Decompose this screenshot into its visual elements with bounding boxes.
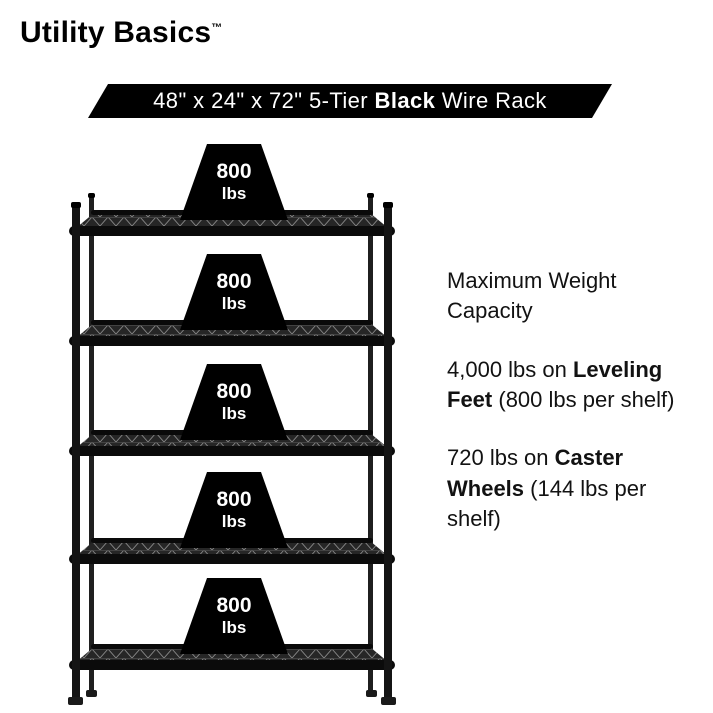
banner-text-bold: Black bbox=[374, 88, 436, 113]
leveling-feet-capacity-text: 4,000 lbs on Leveling Feet (800 lbs per … bbox=[447, 355, 701, 416]
capacity-value: 800 bbox=[216, 160, 252, 184]
banner-text-suffix: Wire Rack bbox=[435, 88, 547, 113]
capacity-value: 800 bbox=[216, 594, 252, 618]
shelf-capacity-tag-1: 800 lbs bbox=[180, 144, 288, 220]
capacity-value: 800 bbox=[216, 380, 252, 404]
capacity-heading: Maximum Weight Capacity bbox=[447, 268, 617, 324]
brand-logo: Utility Basics™ bbox=[20, 16, 222, 50]
caster-wheels-capacity-text: 720 lbs on Caster Wheels (144 lbs per sh… bbox=[447, 443, 701, 534]
brand-name: Utility Basics bbox=[20, 16, 212, 49]
capacity-unit: lbs bbox=[221, 512, 247, 532]
leveling-bold: Leveling Feet bbox=[447, 356, 663, 413]
capacity-unit: lbs bbox=[221, 404, 247, 424]
capacity-info-panel: Maximum Weight Capacity 4,000 lbs on Lev… bbox=[447, 266, 701, 563]
capacity-unit: lbs bbox=[221, 618, 247, 638]
leveling-pre: 4,000 lbs on bbox=[447, 356, 573, 382]
caster-post: (144 lbs per shelf) bbox=[447, 475, 647, 532]
title-banner: 48" x 24" x 72" 5-Tier Black Wire Rack bbox=[88, 84, 612, 118]
caster-bold: Caster Wheels bbox=[447, 445, 624, 501]
capacity-value: 800 bbox=[216, 270, 252, 294]
leveling-post: (800 lbs per shelf) bbox=[492, 387, 675, 413]
capacity-value: 800 bbox=[216, 488, 252, 512]
capacity-unit: lbs bbox=[221, 184, 247, 204]
trademark-symbol: ™ bbox=[211, 22, 223, 34]
wire-rack-drawing bbox=[68, 193, 396, 705]
capacity-unit: lbs bbox=[221, 294, 247, 314]
banner-text-prefix: 48" x 24" x 72" 5-Tier bbox=[153, 88, 375, 113]
caster-pre: 720 lbs on bbox=[447, 445, 555, 471]
wire-rack-image bbox=[52, 190, 412, 710]
